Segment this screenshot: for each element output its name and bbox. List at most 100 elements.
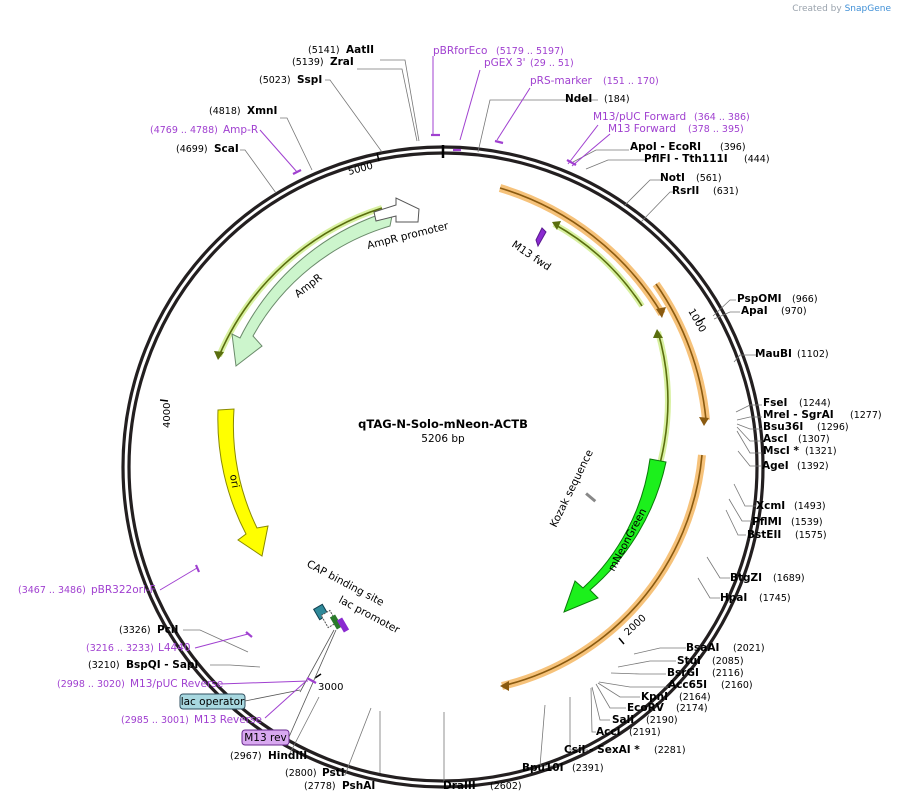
enzyme-noti-pos: (561) <box>696 173 722 184</box>
enzyme-xcmi: XcmI <box>756 500 785 512</box>
enzyme-fsei: FseI <box>763 397 787 409</box>
m13fwd-label: M13 fwd <box>509 239 553 274</box>
m13rev-feature <box>336 617 350 633</box>
olive-arrowhead-2 <box>653 329 663 338</box>
olive-arrowhead-3 <box>214 351 224 360</box>
primer-amp-r: Amp-R <box>223 124 258 136</box>
tick-3000: 3000 <box>314 673 343 693</box>
ampr-promoter-feature <box>373 197 420 223</box>
enzyme-apai-pos: (970) <box>781 306 807 317</box>
m13rev-box <box>241 729 290 746</box>
lac-operator-leader <box>244 689 301 702</box>
enzyme-pcii: PciI <box>157 624 178 636</box>
enzyme-bsteii: BstEII <box>747 529 781 541</box>
enzyme-zrai-pos: (5139) <box>292 57 324 68</box>
enzyme-bsrgi: BsrGI <box>667 667 699 679</box>
lac-operator-feature <box>329 614 343 630</box>
svg-text:1000: 1000 <box>685 307 707 335</box>
enzyme-ndei-pos: (184) <box>604 94 630 105</box>
enzyme-bspqi-sapi: BspQI - SapI <box>126 659 198 671</box>
enzyme-bpu10i-pos: (2391) <box>572 763 604 774</box>
lac-operator-leader-2 <box>299 629 335 693</box>
enzyme-sspi-pos: (5023) <box>259 75 291 86</box>
enzyme-hpai-pos: (1745) <box>759 593 791 604</box>
enzyme-agei-pos: (1392) <box>797 461 829 472</box>
enzyme-bsu36i: Bsu36I <box>763 421 803 433</box>
kozak-mark <box>585 492 597 503</box>
ori-feature <box>217 408 269 557</box>
enzyme-agei: AgeI <box>762 460 789 472</box>
enzyme-psti-pos: (2800) <box>285 768 317 779</box>
primer-pbrforeco-range: (5179 .. 5197) <box>496 46 564 57</box>
enzyme-bsaai-pos: (2021) <box>733 643 765 654</box>
svg-text:5000: 5000 <box>347 161 374 178</box>
credit-brand: SnapGene <box>844 4 891 14</box>
enzyme-xmni: XmnI <box>247 105 277 117</box>
enzyme-msci: MscI * <box>763 445 799 457</box>
orange-arrowhead-2 <box>699 417 709 426</box>
enzyme-asci-pos: (1307) <box>798 434 830 445</box>
enzyme-scai-pos: (4699) <box>176 144 208 155</box>
svg-text:3000: 3000 <box>318 682 343 693</box>
enzyme-bsu36i-pos: (1296) <box>817 422 849 433</box>
enzyme-acc65i-pos: (2160) <box>721 680 753 691</box>
enzyme-maubi-pos: (1102) <box>797 349 829 360</box>
enzyme-csii-sexai-pos: (2281) <box>654 745 686 756</box>
m13rev-leader <box>288 629 337 738</box>
enzyme-sali: SalI <box>612 714 634 726</box>
enzyme-asci: AscI <box>763 433 788 445</box>
primer-labels: pBRforEco (5179 .. 5197) pGEX 3' (29 .. … <box>18 45 750 726</box>
kozak-label: Kozak sequence <box>548 448 596 529</box>
m13rev-label: M13 rev <box>244 732 287 744</box>
orange-arc-1 <box>499 187 663 315</box>
orange-arrowhead-1 <box>656 307 666 318</box>
enzyme-btgzi-pos: (1689) <box>773 573 805 584</box>
tick-4000: 4000 <box>159 399 173 428</box>
enzyme-pflmi-pos: (1539) <box>791 517 823 528</box>
enzyme-pcii-pos: (3326) <box>119 625 151 636</box>
enzyme-apai: ApaI <box>741 305 768 317</box>
primer-amp-r-range: (4769 .. 4788) <box>150 125 218 136</box>
enzyme-leader-lines <box>183 59 762 782</box>
primer-m13-forward-range: (378 .. 395) <box>688 124 744 135</box>
enzyme-bsaai: BsaAI <box>686 642 719 654</box>
enzyme-ecorv: EcoRV <box>627 702 665 714</box>
enzyme-pflmi: PflMI <box>752 516 782 528</box>
enzyme-pspomi-pos: (966) <box>792 294 818 305</box>
enzyme-kpni-pos: (2164) <box>679 692 711 703</box>
enzyme-csii-sexai: CsiI - SexAI * <box>564 744 640 756</box>
primer-pbrforeco: pBRforEco <box>433 45 487 57</box>
enzyme-acc65i: Acc65I <box>668 679 707 691</box>
primer-leader-lines <box>159 56 611 719</box>
enzyme-labels: AatII (5141) ZraI (5139) SspI (5023) Xmn… <box>88 44 882 792</box>
enzyme-fsei-pos: (1244) <box>799 398 831 409</box>
ori-label: ori <box>227 473 241 489</box>
enzyme-stui-pos: (2085) <box>712 656 744 667</box>
enzyme-apoi-ecori: ApoI - EcoRI <box>630 141 701 153</box>
enzyme-kpni: KpnI <box>641 691 668 703</box>
enzyme-mrei-sgrai: MreI - SgrAI <box>763 409 834 421</box>
enzyme-hindiii: HindIII <box>268 750 307 762</box>
primer-m13-puc-forward-range: (364 .. 386) <box>694 112 750 123</box>
plasmid-length: 5206 bp <box>421 433 465 445</box>
enzyme-msci-pos: (1321) <box>805 446 837 457</box>
primer-m13-forward: M13 Forward <box>608 123 676 135</box>
enzyme-apoi-ecori-pos: (396) <box>720 142 746 153</box>
enzyme-bsteii-pos: (1575) <box>795 530 827 541</box>
enzyme-hindiii-pos: (2967) <box>230 751 262 762</box>
primer-m13-reverse: M13 Reverse <box>194 714 262 726</box>
m13fwd-feature <box>535 227 547 248</box>
lac-operator-label: lac operator <box>181 696 245 708</box>
enzyme-bpu10i: Bpu10I <box>522 762 564 774</box>
enzyme-stui: StuI <box>677 655 701 667</box>
lac-operator-box <box>179 693 246 710</box>
primer-m13-puc-reverse-range: (2998 .. 3020) <box>57 679 125 690</box>
primer-prs-marker: pRS-marker <box>530 75 593 87</box>
enzyme-xmni-pos: (4818) <box>209 106 241 117</box>
enzyme-btgzi: BtgZI <box>730 572 762 584</box>
mneongreen-feature <box>563 458 667 613</box>
enzyme-acci-pos: (2191) <box>629 727 661 738</box>
mneongreen-label: mNeonGreen <box>606 506 649 573</box>
orange-arc-2 <box>655 283 707 421</box>
